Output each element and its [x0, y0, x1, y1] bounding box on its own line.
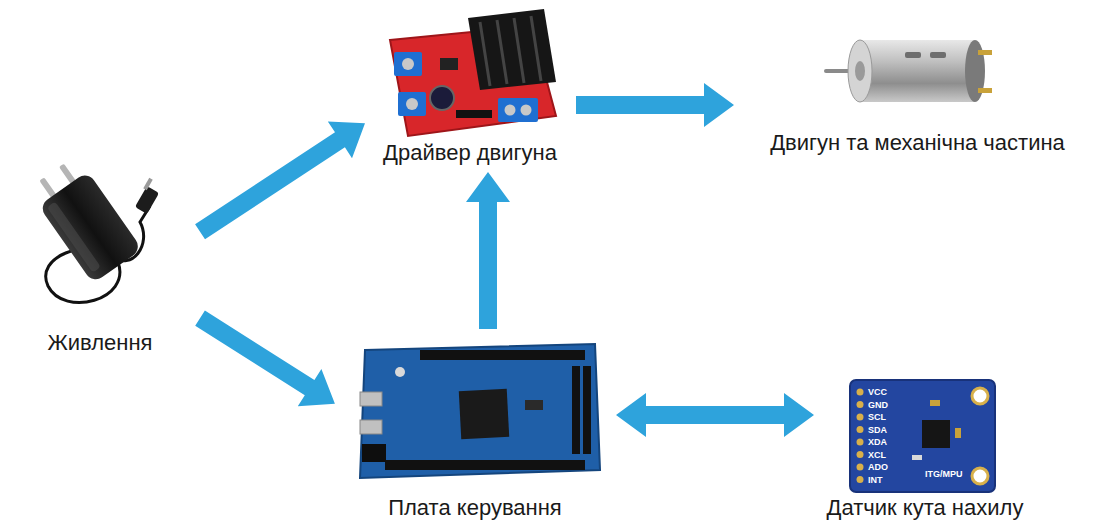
- pin-header: [420, 350, 585, 360]
- motor-terminal: [978, 50, 992, 55]
- control-board: [360, 344, 600, 478]
- terminal-block: [498, 98, 538, 122]
- heatsink-fin: [531, 16, 541, 81]
- pin-hole: [857, 451, 864, 458]
- component-node: Плата керування: [340, 335, 610, 521]
- pin-hole: [857, 439, 864, 446]
- component-node: Живлення: [5, 145, 195, 356]
- power-jack: [362, 444, 386, 462]
- flow-arrow: [466, 172, 510, 329]
- adapter-body-group: [27, 155, 142, 284]
- usb-port: [360, 392, 382, 406]
- terminal-screw: [406, 98, 418, 110]
- component-node: Двигун та механічна частина: [740, 15, 1095, 156]
- motor-vent: [930, 52, 946, 58]
- barrel-plug: [135, 186, 159, 214]
- component-caption: Двигун та механічна частина: [770, 130, 1065, 156]
- heatsink: [468, 9, 556, 90]
- dc-motor: [826, 40, 992, 102]
- imu-chip: [922, 420, 950, 448]
- tilt-sensor-board: [850, 380, 995, 492]
- terminal-block: [394, 52, 422, 76]
- pin-header: [385, 460, 585, 470]
- adapter-highlight: [47, 201, 101, 272]
- adapter-body: [38, 171, 142, 283]
- control-pcb: [360, 344, 600, 478]
- smd-part: [912, 455, 922, 460]
- component-caption: Плата керування: [388, 495, 562, 521]
- component-node: Драйвер двигуна: [370, 8, 570, 166]
- motor-can: [860, 40, 975, 102]
- pin-hole: [857, 476, 864, 483]
- heatsink-fin: [480, 22, 490, 86]
- pin-label: XDA: [868, 438, 887, 447]
- pin-header: [572, 366, 580, 454]
- heatsink-fin: [514, 18, 524, 83]
- motor-bearing: [855, 61, 865, 81]
- pin-label: INT: [868, 476, 883, 485]
- flow-arrow: [195, 311, 335, 407]
- flow-arrow: [195, 121, 365, 239]
- smd-part: [930, 400, 940, 406]
- sensor-pcb: [850, 380, 995, 492]
- component-caption: Датчик кута нахилу: [827, 495, 1024, 521]
- component-caption: Живлення: [47, 330, 152, 356]
- terminal-block: [398, 92, 426, 116]
- pin-label: XCL: [868, 451, 886, 460]
- smd-chip: [525, 400, 543, 410]
- terminal-screw: [505, 105, 516, 116]
- pin-label: ADO: [868, 463, 888, 472]
- plug-tip: [143, 178, 152, 190]
- mounting-hole: [972, 468, 988, 484]
- terminal-screw: [521, 105, 532, 116]
- component-caption: Драйвер двигуна: [383, 140, 557, 166]
- motor-terminal: [978, 88, 992, 93]
- pin-header: [583, 366, 591, 454]
- motor-front-face: [848, 40, 872, 102]
- pin-label: ITG/MPU: [925, 470, 963, 479]
- pin-hole: [857, 389, 864, 396]
- regulator-chip: [440, 58, 458, 70]
- motor-driver-board: [390, 9, 556, 136]
- microcontroller-chip: [459, 389, 509, 439]
- reset-button: [395, 367, 405, 377]
- flow-arrow: [616, 393, 814, 437]
- pin-hole: [857, 401, 864, 408]
- pin-label: SCL: [868, 413, 886, 422]
- component-node: Датчик кута нахилу: [820, 370, 1030, 521]
- usb-port: [360, 420, 382, 434]
- pin-label: SDA: [868, 426, 887, 435]
- smd-part: [955, 428, 961, 438]
- pin-label: VCC: [868, 388, 887, 397]
- terminal-screw: [402, 58, 414, 70]
- pin-hole: [857, 426, 864, 433]
- mounting-hole: [972, 388, 988, 404]
- heatsink-fin: [497, 20, 507, 84]
- flow-arrow: [576, 83, 734, 127]
- motor-vent: [905, 52, 921, 58]
- pin-hole: [857, 414, 864, 421]
- pin-label: GND: [868, 401, 888, 410]
- capacitor: [430, 86, 454, 110]
- power-adapter: [27, 155, 159, 303]
- pin-header: [456, 110, 492, 118]
- pin-hole: [857, 464, 864, 471]
